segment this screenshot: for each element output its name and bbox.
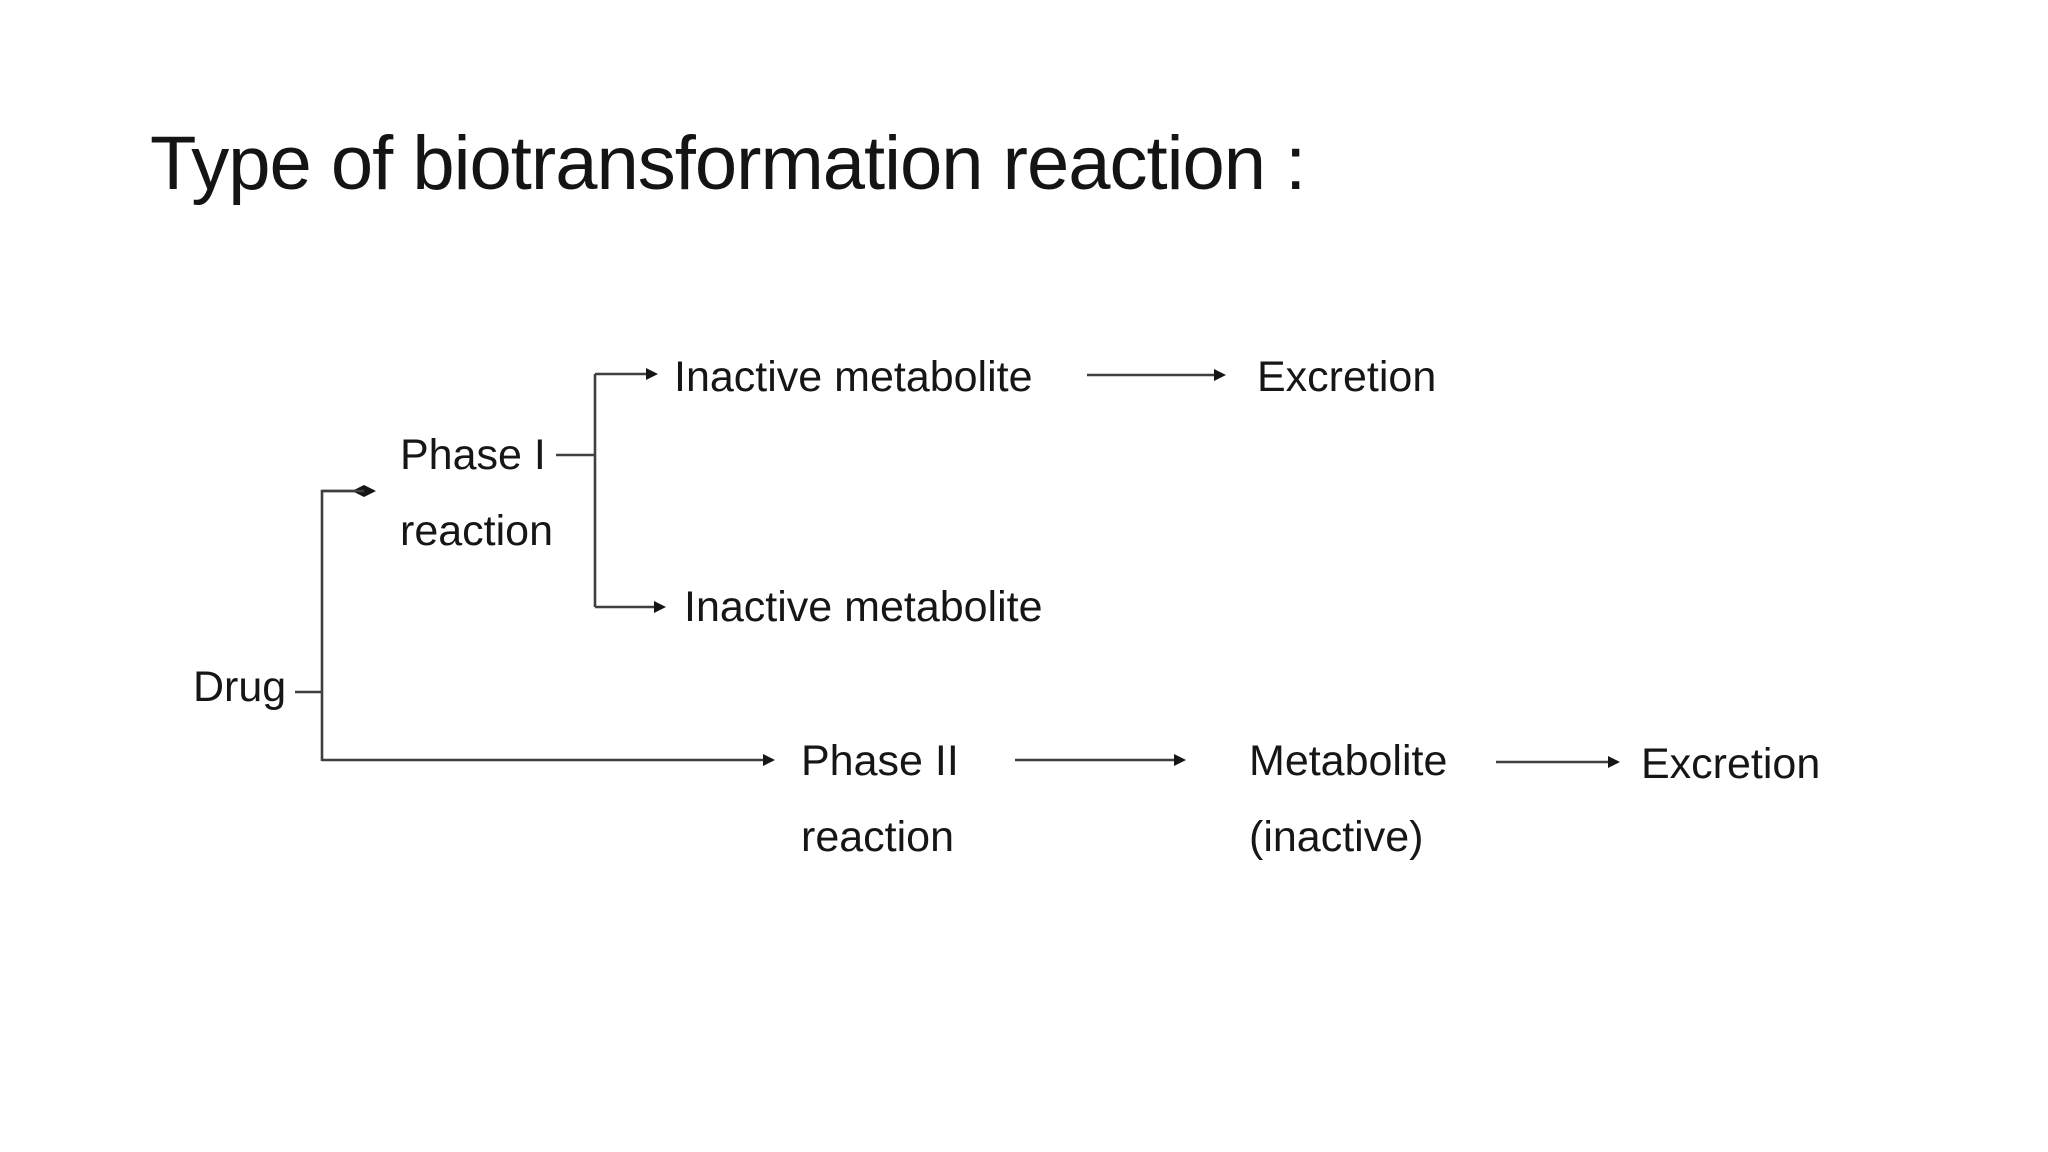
node-phase2-line2: reaction: [801, 813, 954, 861]
node-phase1-reaction: Phase I reaction: [400, 417, 553, 569]
drug-branch-trunk-line: [320, 485, 364, 761]
node-phase2-line1: Phase II: [801, 737, 959, 785]
node-metabolite-line1: Metabolite: [1249, 737, 1448, 785]
node-phase1-line1: Phase I: [400, 431, 546, 479]
node-phase1-line2: reaction: [400, 507, 553, 555]
page-title: Type of biotransformation reaction :: [150, 121, 1306, 206]
node-inactive-metabolite-bottom: Inactive metabolite: [684, 583, 1043, 631]
node-metabolite-inactive: Metabolite (inactive): [1249, 723, 1447, 875]
node-drug: Drug: [193, 663, 287, 711]
node-excretion-bottom: Excretion: [1641, 740, 1821, 788]
node-metabolite-line2: (inactive): [1249, 813, 1424, 861]
node-inactive-metabolite-top: Inactive metabolite: [674, 353, 1033, 401]
node-excretion-top: Excretion: [1257, 353, 1437, 401]
node-phase2-reaction: Phase II reaction: [801, 723, 959, 875]
